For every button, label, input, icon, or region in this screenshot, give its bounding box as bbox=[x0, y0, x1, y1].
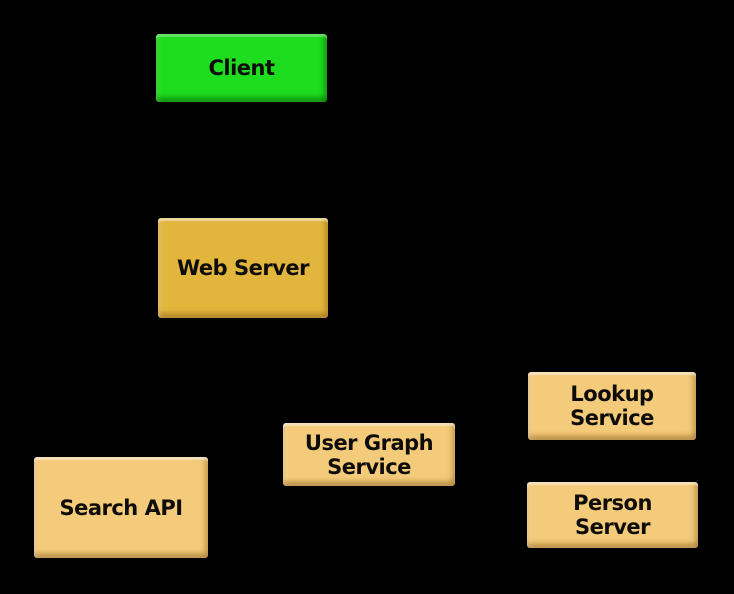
diagram-node-search-api: Search API bbox=[34, 457, 208, 558]
diagram-node-person-server: Person Server bbox=[527, 482, 698, 548]
node-label-person-server: Person Server bbox=[573, 491, 652, 539]
diagram-node-client: Client bbox=[156, 34, 327, 102]
diagram-node-user-graph-service: User Graph Service bbox=[283, 423, 455, 486]
node-label-search-api: Search API bbox=[59, 495, 183, 520]
diagram-node-web-server: Web Server bbox=[158, 218, 328, 318]
node-label-client: Client bbox=[208, 56, 275, 80]
diagram-node-lookup-service: Lookup Service bbox=[528, 372, 696, 440]
node-label-user-graph-service: User Graph Service bbox=[304, 430, 434, 479]
node-label-lookup-service: Lookup Service bbox=[570, 382, 654, 430]
node-label-web-server: Web Server bbox=[176, 256, 310, 280]
